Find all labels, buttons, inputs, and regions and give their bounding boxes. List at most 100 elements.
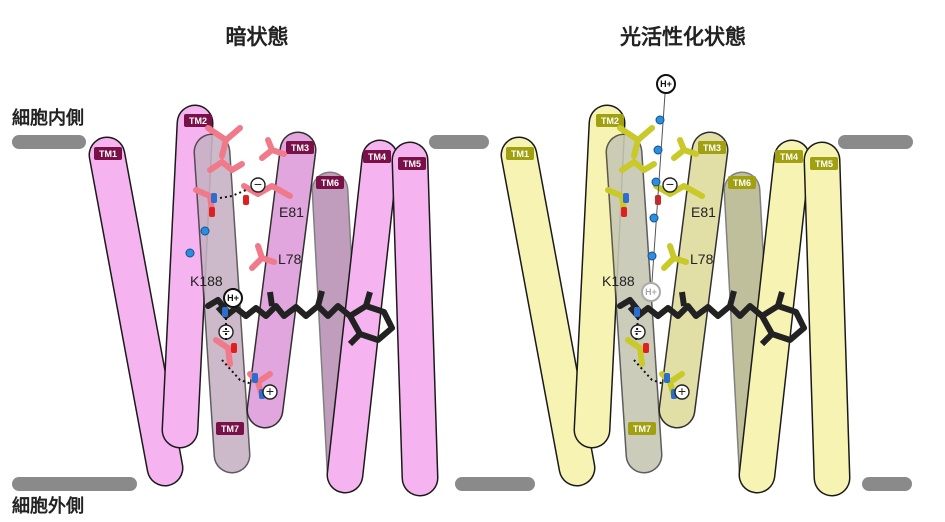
tm1-label-badge [94, 147, 122, 160]
schiff-base-nitrogen [634, 307, 640, 317]
tm3-label: TM3 [291, 143, 309, 153]
water-molecule [647, 251, 657, 261]
minus-charge-e81 [250, 177, 266, 193]
tm5-label-badge [398, 157, 426, 170]
membrane-bar [455, 477, 535, 491]
residue-l78-label: L78 [690, 251, 714, 267]
residue-e81-label: E81 [279, 204, 304, 220]
oxygen-atom [643, 343, 649, 353]
nitrogen-atom [664, 373, 670, 383]
tm7-label: TM7 [633, 424, 651, 434]
hydrogen-bond [635, 317, 639, 343]
dark-state-title: 暗状態 [226, 25, 289, 49]
tm6-label-badge [316, 176, 344, 189]
helix-tm2 [163, 106, 212, 447]
residue-top-1-branch [631, 137, 641, 159]
retinal-chain [627, 303, 764, 319]
proton-icon [641, 282, 661, 302]
tm6-label: TM6 [321, 178, 339, 188]
membrane-bar [429, 135, 489, 149]
helix-tm5 [393, 143, 437, 495]
plus-charge-arg [262, 384, 278, 400]
residue-l78-branch [259, 255, 277, 265]
tm1-label: TM1 [99, 149, 117, 159]
minus-charge-e81 [662, 177, 678, 193]
proton-icon [656, 74, 676, 94]
tm2-label-badge [596, 114, 624, 127]
retinal-chain [215, 303, 352, 319]
membrane-bars [12, 135, 913, 491]
residue-asp [605, 187, 627, 213]
tm6-label: TM6 [733, 178, 751, 188]
helix-tm2 [575, 106, 624, 447]
water-molecule [185, 248, 195, 258]
oxygen-atom [209, 207, 215, 217]
tm7-label: TM7 [221, 424, 239, 434]
retinal-methyl [727, 290, 737, 307]
tm4-label-badge [775, 150, 803, 163]
tm2-label: TM2 [601, 116, 619, 126]
nitrogen-atom [623, 193, 629, 203]
membrane-bar [862, 477, 912, 491]
helix-tm1 [502, 138, 594, 485]
minus-charge-counterion-symbol: − [634, 323, 642, 339]
membrane-bar [12, 135, 86, 149]
proton-path [651, 93, 666, 283]
residue-e81 [241, 183, 293, 199]
tm1-label-badge [506, 147, 534, 160]
oxygen-atom [231, 343, 237, 353]
nitrogen-atom [252, 373, 258, 383]
retinal-methyl [363, 291, 373, 307]
proton-label: H+ [227, 293, 239, 303]
retinal-methyl [347, 331, 363, 347]
nitrogen-atom [211, 193, 217, 203]
k188-lysine-chain [617, 297, 641, 313]
residue-top-3 [207, 159, 245, 173]
proton-icon [223, 288, 243, 308]
proton-label: H+ [660, 79, 672, 89]
minus-charge-counterion-symbol: − [222, 323, 230, 339]
residue-k188-label: K188 [602, 273, 635, 289]
residue-top-1-branch [219, 137, 229, 159]
k188-lysine-chain [205, 297, 229, 313]
minus-charge-e81-symbol: − [254, 176, 262, 192]
residue-k188-label: K188 [190, 273, 223, 289]
helix-tm3 [660, 133, 727, 427]
plus-charge-arg [674, 384, 690, 400]
water-molecule [649, 213, 659, 223]
tm7-label-badge [216, 422, 244, 435]
tm4-label: TM4 [368, 152, 386, 162]
hydrogen-bond [221, 359, 253, 385]
residue-l78-branch [671, 255, 689, 265]
tm6-label-badge [728, 176, 756, 189]
helix-tm5 [805, 143, 849, 495]
water-molecule [651, 177, 661, 187]
tm5-label: TM5 [815, 159, 833, 169]
tm7-label-badge [628, 422, 656, 435]
residue-counterion [213, 337, 233, 367]
water-molecule [655, 115, 665, 125]
residue-asp [193, 187, 215, 213]
tm3-label-badge [698, 141, 726, 154]
extracellular-side-label: 細胞外側 [12, 495, 84, 517]
membrane-bar [838, 135, 913, 149]
residue-e81 [653, 183, 705, 199]
hydrogen-bond [633, 359, 665, 385]
proton-label: H+ [645, 287, 657, 297]
plus-charge-arg-symbol: + [678, 383, 686, 399]
helix-tm1 [90, 138, 182, 485]
tm2-label-badge [184, 114, 212, 127]
retinal-methyl [775, 291, 785, 307]
tm1-label: TM1 [511, 149, 529, 159]
residue-top-3 [619, 159, 657, 173]
water-molecule [653, 145, 663, 155]
light-state-title: 光活性化状態 [619, 25, 746, 49]
helix-tm3 [248, 133, 315, 427]
schiff-base-nitrogen [222, 307, 228, 317]
residue-counterion [625, 337, 645, 367]
minus-charge-e81-symbol: − [666, 176, 674, 192]
helix-tm4 [740, 141, 809, 492]
